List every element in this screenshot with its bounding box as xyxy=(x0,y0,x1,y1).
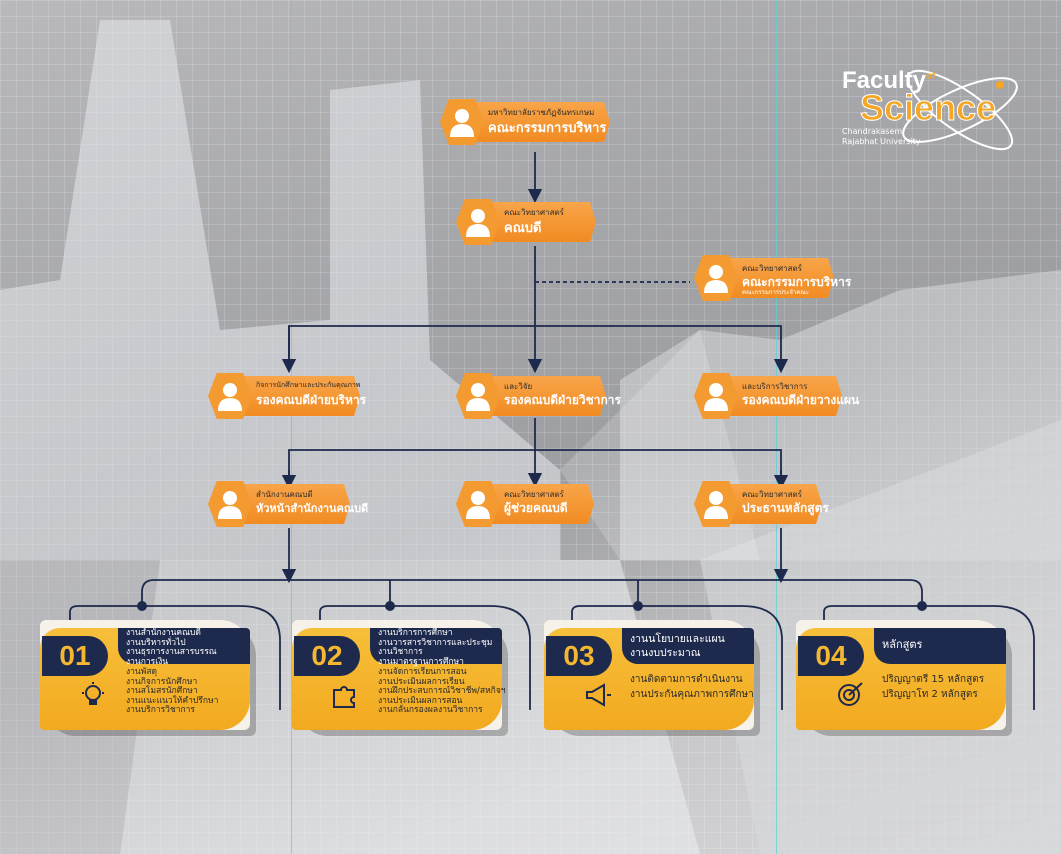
person-icon xyxy=(466,209,490,237)
person-icon xyxy=(466,491,490,519)
card-04: 04 หลักสูตร ปริญญาตรี 15 หลักสูตร ปริญญา… xyxy=(796,620,1012,736)
megaphone-icon xyxy=(586,683,611,707)
card-number: 03 xyxy=(546,636,612,676)
person-icon xyxy=(704,491,728,519)
lightbulb-icon xyxy=(82,682,104,705)
card-03-head-list: งานนโยบายและแผน งานงบประมาณ xyxy=(630,633,725,659)
target-icon xyxy=(838,682,863,706)
guide-line-right xyxy=(776,0,777,854)
card-02: 02 งานบริการการศึกษางานวารสารวิชาการและป… xyxy=(292,620,508,736)
card-02-foot-list: งานจัดการเรียนการสอนงานประเมินผลการเรียน… xyxy=(378,667,506,716)
person-icon xyxy=(466,383,490,411)
node-vp-academic: และวิจัย รองคณบดีฝ่ายวิชาการ xyxy=(456,373,621,419)
card-01-head-list: งานสำนักงานคณบดีงานบริหารทั่วไปงานธุรการ… xyxy=(126,628,217,667)
card-number: 01 xyxy=(42,636,108,676)
card-number: 04 xyxy=(798,636,864,676)
person-icon xyxy=(704,383,728,411)
node-vp-planning: และบริการวิชาการ รองคณบดีฝ่ายวางแผน xyxy=(694,373,859,419)
node-dean: คณะวิทยาศาสตร์ คณบดี xyxy=(456,199,596,245)
card-04-foot-list: ปริญญาตรี 15 หลักสูตร ปริญญาโท 2 หลักสูต… xyxy=(882,674,985,700)
node-office-head: สำนักงานคณบดี หัวหน้าสำนักงานคณบดี xyxy=(208,481,368,527)
card-04-head-list: หลักสูตร xyxy=(882,638,923,651)
card-number: 02 xyxy=(294,636,360,676)
logo-university-line1: Chandrakasem xyxy=(842,127,903,136)
atom-orbit-icon xyxy=(902,69,1018,151)
guide-line-left xyxy=(291,0,292,854)
person-icon xyxy=(218,491,242,519)
logo-university-line2: Rajabhat University xyxy=(842,137,921,146)
node-university-board: มหาวิทยาลัยราชภัฏจันทรเกษม คณะกรรมการบริ… xyxy=(440,99,610,145)
card-01-foot-list: งานพัสดุงานกิจการนักศึกษางานสโมสรนักศึกษ… xyxy=(126,667,219,716)
person-icon xyxy=(450,109,474,137)
card-02-head-list: งานบริการการศึกษางานวารสารวิชาการและประช… xyxy=(378,628,493,667)
node-assistant-dean: คณะวิทยาศาสตร์ ผู้ช่วยคณบดี xyxy=(456,481,594,527)
faculty-logo: Facultyof Science Chandrakasem Rajabhat … xyxy=(840,55,1025,165)
node-program-chair: คณะวิทยาศาสตร์ ประธานหลักสูตร xyxy=(694,481,829,527)
logo-faculty-text: Facultyof xyxy=(842,67,936,94)
card-03-foot-list: งานติดตามการดำเนินงาน งานประกันคุณภาพการ… xyxy=(630,674,754,700)
card-03: 03 งานนโยบายและแผน งานงบประมาณ งานติดตาม… xyxy=(544,620,760,736)
person-icon xyxy=(704,265,728,293)
puzzle-icon xyxy=(333,686,355,708)
node-vp-admin: กิจการนักศึกษาและประกันคุณภาพ รองคณบดีฝ่… xyxy=(208,373,366,419)
person-icon xyxy=(218,383,242,411)
card-01: 01 งานสำนักงานคณบดีงานบริหารทั่วไปงานธุร… xyxy=(40,620,256,736)
node-faculty-board: คณะวิทยาศาสตร์ คณะกรรมการบริหาร คณะกรรมก… xyxy=(694,255,851,301)
logo-science-text: Science xyxy=(859,87,997,129)
